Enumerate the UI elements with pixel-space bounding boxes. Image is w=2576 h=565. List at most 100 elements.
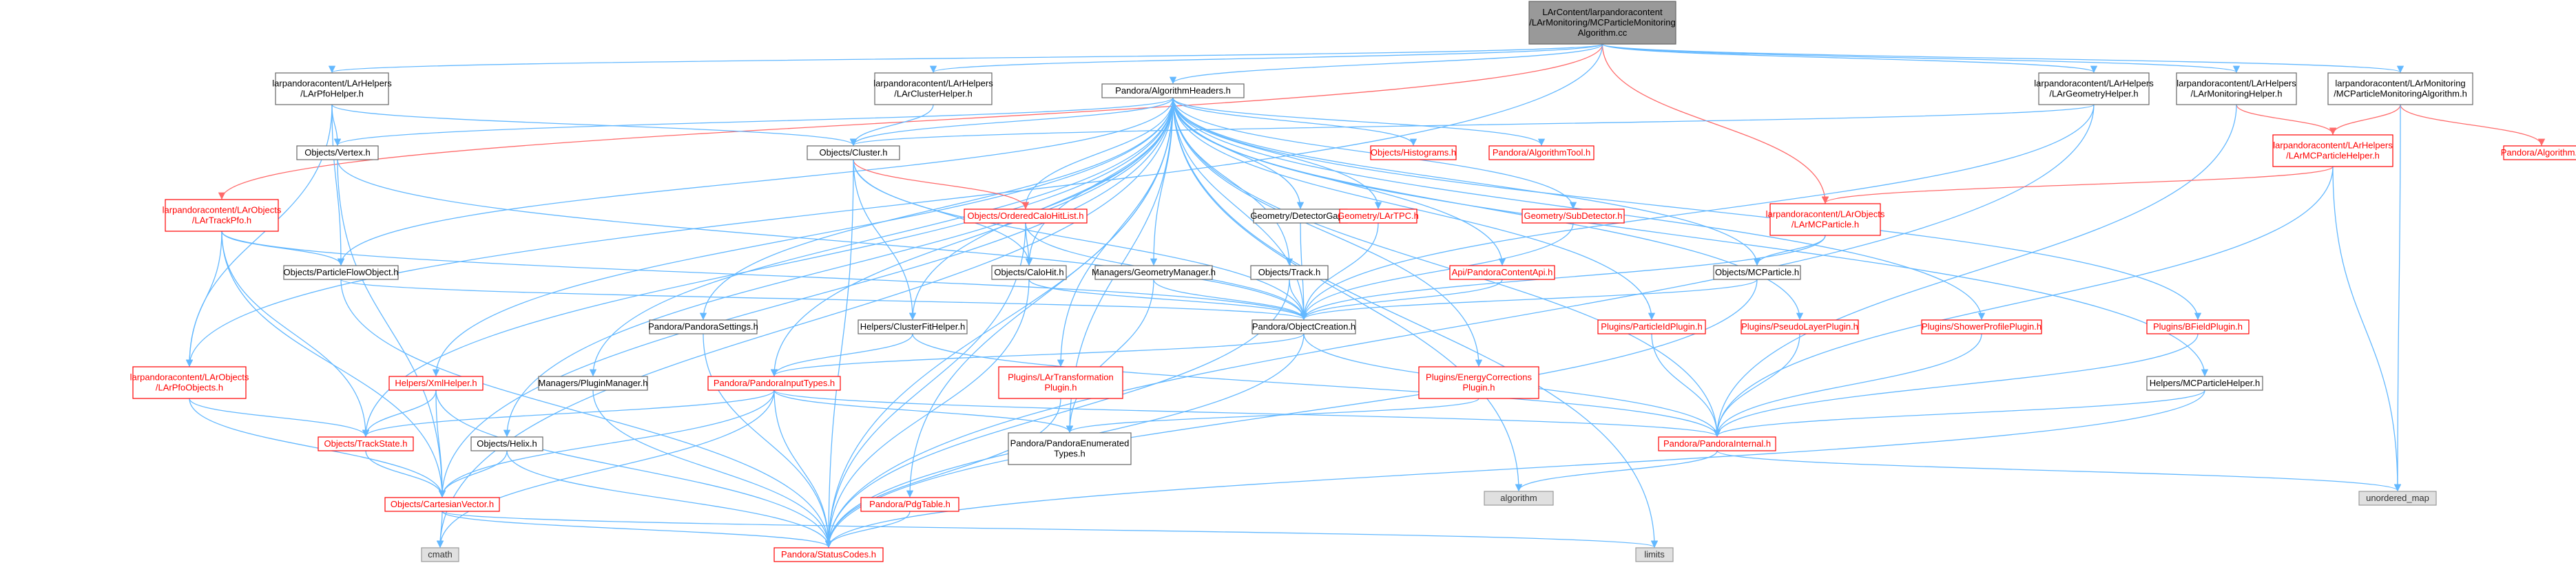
node-label: Pandora/StatusCodes.h [781,549,876,559]
node-trackstate[interactable]: Objects/TrackState.h [318,436,414,451]
node-cmath[interactable]: cmath [421,547,459,562]
node-geommgr[interactable]: Managers/GeometryManager.h [1092,265,1216,280]
edge-internal-to-unordered_map [1716,450,2401,492]
node-calohit[interactable]: Objects/CaloHit.h [991,265,1067,280]
node-algorithm_h[interactable]: Pandora/Algorithm.h [2501,145,2576,160]
node-label: Pandora/PandoraEnumerated [1010,438,1130,449]
node-label: larpandoracontent/LArHelpers [2273,140,2393,151]
node-unordered_map[interactable]: unordered_map [2358,491,2437,506]
node-box [1449,265,1555,280]
node-box [2358,491,2437,506]
node-statuscodes[interactable]: Pandora/StatusCodes.h [773,547,884,562]
node-label: larpandoracontent/LArHelpers [2034,78,2154,89]
node-geomhelper[interactable]: larpandoracontent/LArHelpers/LArGeometry… [2034,72,2154,105]
edge-larpfoobjects-to-trackstate [189,398,370,438]
node-pdgtable[interactable]: Pandora/PdgTable.h [860,497,959,512]
node-pfo[interactable]: Objects/ParticleFlowObject.h [283,265,399,280]
node-label: Plugin.h [1045,383,1077,393]
node-label: Objects/MCParticle.h [1715,267,1799,277]
node-cartesian[interactable]: Objects/CartesianVector.h [384,497,500,512]
node-box [1008,432,1132,465]
node-label: /LArMonitoring/MCParticleMonitoring [1529,17,1675,28]
node-mcphelper[interactable]: Helpers/MCParticleHelper.h [2146,376,2263,391]
node-algorithm[interactable]: algorithm [1484,491,1554,506]
node-box [1597,319,1706,334]
node-pandorasettings[interactable]: Pandora/PandoraSettings.h [648,319,758,334]
node-label: Plugins/EnergyCorrections [1426,372,1532,383]
node-objcreation[interactable]: Pandora/ObjectCreation.h [1251,319,1356,334]
edge-algheaders-to-cmath [436,97,1174,548]
node-apicontent[interactable]: Api/PandoraContentApi.h [1449,265,1555,280]
node-box [275,72,389,105]
node-limits[interactable]: limits [1635,547,1674,562]
node-mcpmonalg[interactable]: larpandoracontent/LArMonitoring/MCPartic… [2327,72,2473,105]
edge-algheaders-to-vertex [334,97,1174,147]
node-mcparticle[interactable]: Objects/MCParticle.h [1713,265,1801,280]
edge-xmlhelper-to-cartesian [435,390,446,498]
node-inputtypes[interactable]: Pandora/PandoraInputTypes.h [707,376,841,391]
edge-cartesian-to-limits [442,511,1658,548]
edge-transplugin-to-statuscodes [824,398,1061,548]
edge-inputtypes-to-cmath [436,390,775,548]
node-label: Managers/GeometryManager.h [1092,267,1216,277]
node-orderedcalo[interactable]: Objects/OrderedCaloHitList.h [964,209,1088,224]
node-helix[interactable]: Objects/Helix.h [470,436,543,451]
node-cluster[interactable]: Objects/Cluster.h [807,145,900,160]
node-box [1339,209,1417,224]
edge-algheaders-to-cluster [849,97,1174,147]
edge-lartrackpfo-to-pfo [221,231,345,266]
node-label: Algorithm.cc [1578,28,1628,38]
edge-inputtypes-to-cartesian [438,390,775,498]
node-label: Geometry/DetectorGap.h [1250,211,1350,221]
node-histograms[interactable]: Objects/Histograms.h [1370,145,1457,160]
node-pseudolayer[interactable]: Plugins/PseudoLayerPlugin.h [1741,319,1859,334]
node-algheaders[interactable]: Pandora/AlgorithmHeaders.h [1101,83,1245,98]
node-clusterfit[interactable]: Helpers/ClusterFitHelper.h [858,319,968,334]
edge-mcphelper-to-internal [1713,390,2205,438]
node-larmcphelper[interactable]: larpandoracontent/LArHelpers/LArMCPartic… [2272,134,2393,167]
node-lartpc[interactable]: Geometry/LArTPC.h [1338,209,1419,224]
edge-vertex-to-cartesian [337,159,446,498]
node-label: Plugins/ShowerProfilePlugin.h [1922,321,2042,332]
node-box [1488,145,1595,160]
edge-bfield-to-internal [1713,333,2199,438]
node-pfohelper[interactable]: larpandoracontent/LArHelpers/LArPfoHelpe… [272,72,392,105]
node-vertex[interactable]: Objects/Vertex.h [296,145,379,160]
node-showerprofile[interactable]: Plugins/ShowerProfilePlugin.h [1921,319,2042,334]
node-label: Objects/Histograms.h [1371,147,1456,158]
node-box [165,199,279,232]
node-label: Pandora/PandoraInputTypes.h [714,378,835,388]
node-lartrackpfo[interactable]: larpandoracontent/LArObjects/LArTrackPfo… [163,199,282,232]
node-label: Objects/ParticleFlowObject.h [284,267,399,277]
edge-root-to-larpfoobjects [185,43,1603,367]
node-xmlhelper[interactable]: Helpers/XmlHelper.h [388,376,484,391]
node-root[interactable]: LArContent/larpandoracontent/LArMonitori… [1528,1,1676,45]
edge-lartpc-to-objcreation [1300,222,1379,321]
node-pluginmgr[interactable]: Managers/PluginManager.h [538,376,648,391]
node-algtool[interactable]: Pandora/AlgorithmTool.h [1488,145,1595,160]
node-pidplugin[interactable]: Plugins/ParticleIdPlugin.h [1597,319,1706,334]
node-internal[interactable]: Pandora/PandoraInternal.h [1658,436,1776,451]
node-larmcparticle[interactable]: larpandoracontent/LArObjects/LArMCPartic… [1766,203,1885,236]
node-bfield[interactable]: Plugins/BFieldPlugin.h [2146,319,2250,334]
node-box [318,436,414,451]
edge-root-to-geomhelper [1601,43,2097,74]
node-monhelper[interactable]: larpandoracontent/LArHelpers/LArMonitori… [2176,72,2297,105]
edge-algheaders-to-internal [1172,97,1721,438]
node-subdet[interactable]: Geometry/SubDetector.h [1521,209,1625,224]
node-label: /LArClusterHelper.h [894,89,972,99]
node-label: Managers/PluginManager.h [539,378,648,388]
edge-larmcphelper-to-internal [1713,166,2334,438]
edge-pfo-to-objcreation [340,279,1307,321]
node-track[interactable]: Objects/Track.h [1250,265,1329,280]
edge-orderedcalo-to-statuscodes [824,222,1026,548]
edge-objcreation-to-inputtypes [771,333,1305,377]
node-larpfoobjects[interactable]: larpandoracontent/LArObjects/LArPfoObjec… [130,366,249,399]
node-clusterhelper[interactable]: larpandoracontent/LArHelpers/LArClusterH… [873,72,993,105]
node-box [1713,265,1801,280]
node-detgap[interactable]: Geometry/DetectorGap.h [1250,209,1351,224]
